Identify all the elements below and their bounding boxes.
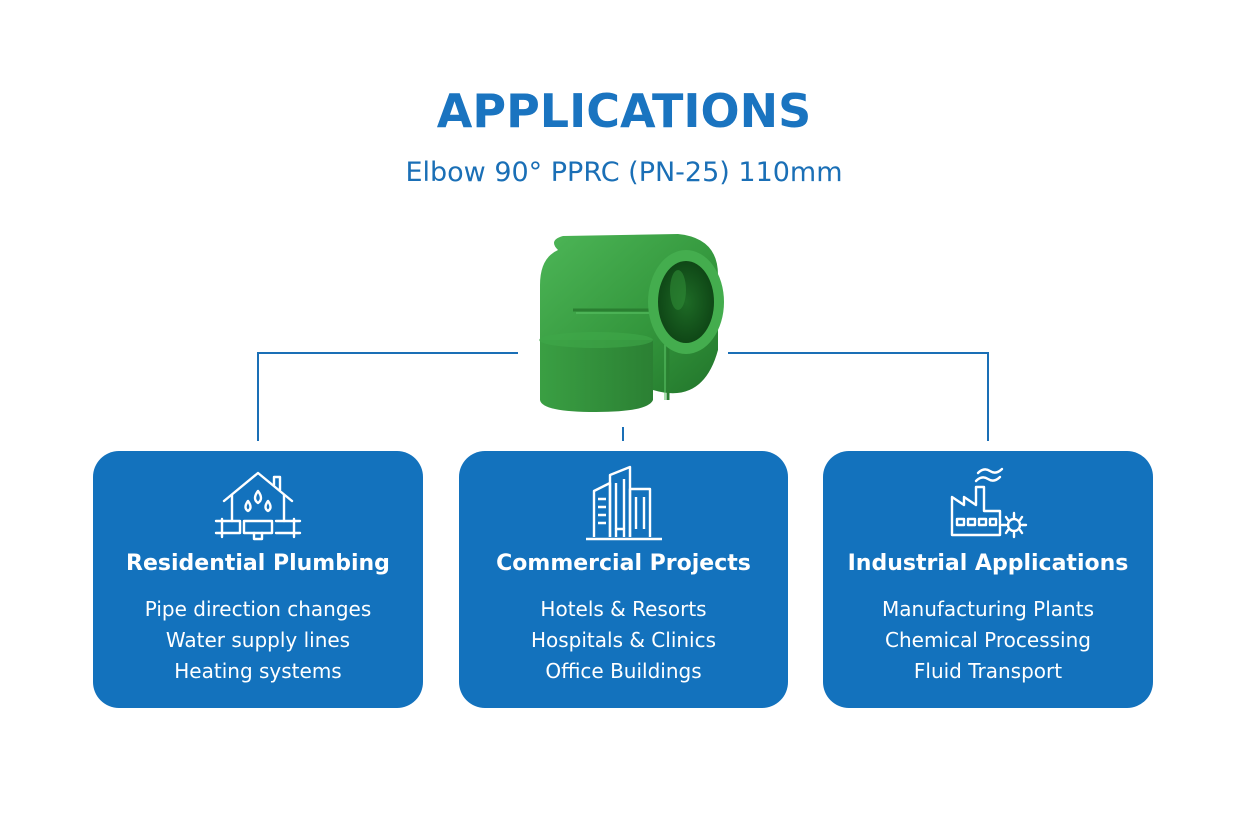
card-heading: Commercial Projects: [496, 551, 751, 576]
list-item: Heating systems: [174, 659, 342, 683]
product-subtitle: Elbow 90° PPRC (PN-25) 110mm: [405, 157, 843, 188]
list-item: Fluid Transport: [913, 659, 1063, 683]
card-industrial-applications: Industrial Applications Manufacturing Pl…: [823, 451, 1153, 708]
house-plumbing-icon: [214, 471, 302, 541]
connector-right: [728, 352, 989, 441]
card-heading: Industrial Applications: [847, 551, 1129, 576]
list-item: Chemical Processing: [885, 628, 1091, 652]
list-item: Hotels & Resorts: [540, 597, 707, 621]
page-title: APPLICATIONS: [436, 84, 812, 138]
list-item: Hospitals & Clinics: [530, 628, 717, 652]
card-items: Pipe direction changes Water supply line…: [93, 594, 423, 687]
card-items: Hotels & Resorts Hospitals & Clinics Off…: [459, 594, 788, 687]
card-residential-plumbing: Residential Plumbing Pipe direction chan…: [93, 451, 423, 708]
city-buildings-icon: [585, 465, 662, 541]
card-commercial-projects: Commercial Projects Hotels & Resorts Hos…: [459, 451, 788, 708]
card-heading: Residential Plumbing: [126, 551, 390, 576]
list-item: Office Buildings: [545, 659, 702, 683]
elbow-fitting-image: [518, 230, 728, 419]
list-item: Pipe direction changes: [144, 597, 372, 621]
card-items: Manufacturing Plants Chemical Processing…: [823, 594, 1153, 687]
list-item: Manufacturing Plants: [882, 597, 1094, 621]
connector-left: [257, 352, 518, 441]
factory-gear-icon: [950, 467, 1028, 539]
list-item: Water supply lines: [165, 628, 351, 652]
